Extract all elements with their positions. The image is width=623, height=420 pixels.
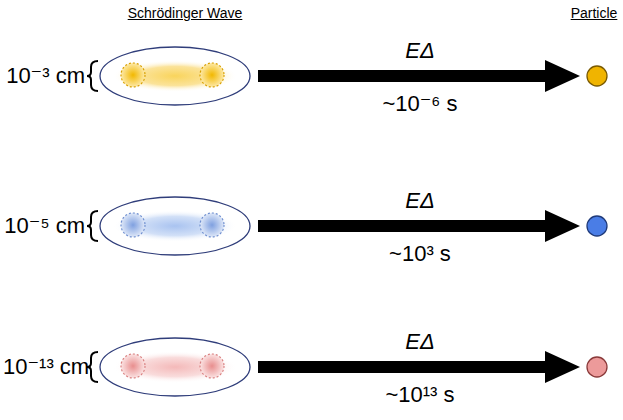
energy-label: EΔ	[405, 38, 434, 63]
arrow-shaft	[258, 70, 548, 82]
fuzzy-dot	[200, 354, 224, 378]
energy-label: EΔ	[405, 329, 434, 354]
arrow-shaft	[258, 220, 548, 232]
energy-label: EΔ	[405, 188, 434, 213]
size-label: 10⁻¹³ cm	[3, 354, 89, 379]
wave-ellipse	[100, 47, 250, 105]
particle	[587, 357, 607, 377]
row-pink	[87, 338, 607, 396]
wave-ellipse	[100, 197, 250, 255]
arrow-head	[545, 351, 580, 383]
wave-ellipse	[100, 338, 250, 396]
time-label: ~10³ s	[389, 241, 451, 266]
brace	[87, 61, 98, 91]
arrow-head	[545, 60, 580, 92]
brace	[87, 211, 98, 241]
fuzzy-dot	[121, 63, 145, 87]
arrow-shaft	[258, 361, 548, 373]
fuzzy-dot	[200, 63, 224, 87]
particle	[587, 66, 607, 86]
size-label: 10⁻³ cm	[6, 63, 85, 88]
fuzzy-dot	[121, 354, 145, 378]
fuzzy-dot	[200, 213, 224, 237]
wave-glow	[113, 210, 237, 242]
arrow-head	[545, 210, 580, 242]
wave-glow	[113, 351, 237, 383]
column-header: Schrödinger Wave	[128, 5, 243, 21]
row-yellow	[87, 47, 607, 105]
row-blue	[87, 197, 607, 255]
wave-glow	[113, 60, 237, 92]
particle	[587, 216, 607, 236]
fuzzy-dot	[121, 213, 145, 237]
size-label: 10⁻⁵ cm	[4, 213, 85, 238]
column-header: Particle	[571, 5, 618, 21]
time-label: ~10¹³ s	[385, 382, 454, 407]
time-label: ~10⁻⁶ s	[382, 91, 457, 116]
